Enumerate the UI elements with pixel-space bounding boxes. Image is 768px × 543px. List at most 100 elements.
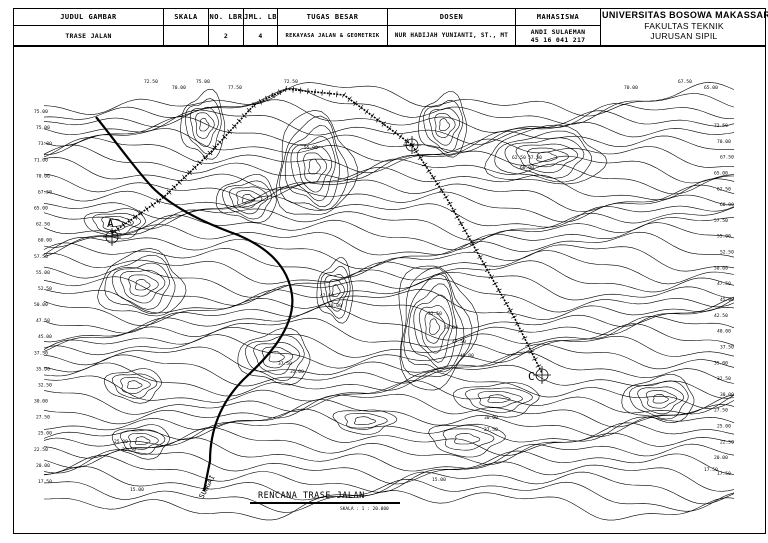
contour-line xyxy=(43,334,735,369)
station-tick xyxy=(532,357,538,361)
hill-contour xyxy=(215,174,277,223)
elevation-label-left: 75.00 xyxy=(34,109,48,115)
station-tick xyxy=(271,92,275,99)
station-tick xyxy=(127,218,132,224)
contour-line xyxy=(43,144,735,184)
contour-line xyxy=(43,490,735,521)
station-tick xyxy=(375,117,381,123)
hill-contour xyxy=(237,327,311,386)
elevation-label-right: 55.00 xyxy=(717,234,731,240)
station-tick xyxy=(499,295,506,299)
station-tick xyxy=(381,121,386,127)
station-tick xyxy=(227,129,233,134)
hill-contour xyxy=(189,106,219,147)
elevation-label-right: 20.00 xyxy=(714,455,728,461)
contour-line xyxy=(43,242,735,279)
station-tick xyxy=(430,175,436,180)
station-tick xyxy=(481,261,487,266)
hill-contour xyxy=(134,436,151,445)
elevation-label-right: 22.50 xyxy=(720,439,734,445)
contour-line xyxy=(43,323,735,358)
hill-contour xyxy=(253,342,301,375)
station-tick xyxy=(246,108,252,113)
elevation-label-inner: 40.00 xyxy=(328,303,342,309)
river-label: SUNGAI xyxy=(198,474,217,500)
skala-cell: SKALA xyxy=(164,9,209,45)
hill-contour xyxy=(108,219,126,227)
elevation-label-left: 20.00 xyxy=(36,463,50,469)
station-tick xyxy=(292,86,294,93)
contour-line xyxy=(43,99,735,133)
hill-contour xyxy=(128,433,159,450)
station-tick xyxy=(462,228,468,233)
road-alignment xyxy=(103,85,551,384)
elevation-label-left: 60.00 xyxy=(38,238,52,244)
contour-line xyxy=(43,466,735,505)
elevation-label-left: 17.50 xyxy=(38,479,52,485)
hill-contour xyxy=(637,386,685,415)
hill-contour xyxy=(195,112,215,139)
contour-line xyxy=(43,478,735,513)
station-tick xyxy=(252,102,256,108)
hill-contour xyxy=(222,180,272,220)
contour-line xyxy=(43,260,735,298)
hill-contour xyxy=(453,382,540,418)
contour-line xyxy=(43,214,735,251)
contour-line xyxy=(43,167,735,202)
hill-contour xyxy=(261,346,294,369)
station-tick xyxy=(443,195,449,199)
hill-contour xyxy=(536,151,558,162)
contour-line xyxy=(43,271,735,306)
skala-label: SKALA xyxy=(164,9,208,26)
elevation-label-bottom: 17.50 xyxy=(704,467,718,473)
elevation-label-left: 22.50 xyxy=(34,447,48,453)
elevation-label-left: 70.00 xyxy=(36,173,50,179)
elevation-label-top: 65.00 xyxy=(704,85,718,91)
station-tick xyxy=(417,156,424,160)
hill-contour xyxy=(398,265,480,391)
hill-contour xyxy=(527,147,569,168)
elevation-label-right: 32.50 xyxy=(717,376,731,382)
hill-contour xyxy=(268,351,285,363)
judul-gambar-label: JUDUL GAMBAR xyxy=(14,9,163,26)
hill-contour xyxy=(303,152,328,183)
hill-contour xyxy=(418,305,450,354)
university-cell: UNIVERSITAS BOSOWA MAKASSAR FAKULTAS TEK… xyxy=(602,9,768,45)
station-tick xyxy=(212,145,218,150)
contour-line xyxy=(43,296,735,334)
hill-contour xyxy=(439,118,450,131)
contour-line xyxy=(43,186,735,223)
elevation-label-right: 52.50 xyxy=(720,250,734,256)
mahasiswa-label: MAHASISWA xyxy=(516,9,600,26)
no-lbr-value: 2 xyxy=(223,31,229,40)
station-tick xyxy=(484,268,491,273)
station-tick xyxy=(488,275,495,279)
station-tick xyxy=(454,215,461,219)
station-tick xyxy=(133,214,138,220)
hill-contour xyxy=(316,257,354,324)
elevation-label-left: 67.50 xyxy=(38,189,52,195)
contour-line xyxy=(43,88,735,125)
station-tick xyxy=(150,202,155,208)
station-tick xyxy=(413,149,419,154)
contour-line xyxy=(43,351,735,387)
station-tick xyxy=(458,221,464,226)
hill-contour xyxy=(320,265,351,319)
contour-line xyxy=(43,137,735,174)
contour-line xyxy=(43,427,735,465)
station-tick xyxy=(426,169,432,173)
hill-contour xyxy=(290,135,336,202)
station-tick xyxy=(197,160,203,166)
hill-contour xyxy=(104,254,176,314)
hill-contour xyxy=(111,262,170,310)
station-tick xyxy=(307,88,309,95)
contour-line xyxy=(43,437,735,472)
station-tick xyxy=(258,98,263,105)
mahasiswa-value: ANDI SULAEMAN 45 16 041 217 xyxy=(530,27,586,44)
contour-line xyxy=(43,231,735,270)
contour-line xyxy=(43,393,735,428)
hill-contour xyxy=(328,279,345,304)
hill-contour xyxy=(119,269,166,304)
dosen-value: NUR HADIJAH YUNIANTI, ST., MT xyxy=(394,31,509,39)
